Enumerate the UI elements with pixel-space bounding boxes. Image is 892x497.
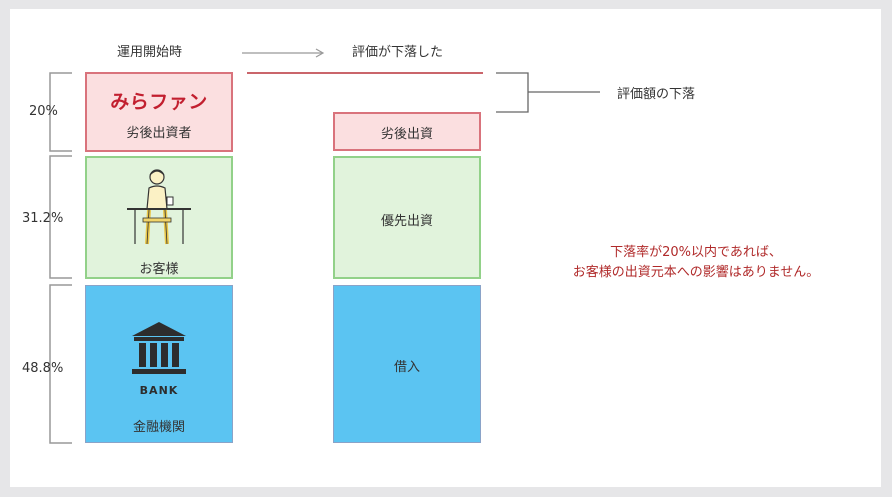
- box-borrowing: 借入: [333, 285, 481, 443]
- note-line-1: 下落率が20%以内であれば、: [610, 245, 782, 260]
- person-at-desk-icon: [127, 169, 191, 245]
- arrow-right-icon: [242, 48, 325, 58]
- box-subordinated-investor: みらファン 劣後出資者: [85, 72, 233, 152]
- label-subordinated-investor: 劣後出資者: [126, 126, 192, 141]
- bank-text: BANK: [139, 384, 179, 397]
- left-brackets: [49, 72, 72, 444]
- box-senior-investment: 優先出資: [333, 156, 481, 279]
- note-line-2: お客様の出資元本への影響はありません。: [572, 265, 820, 280]
- label-subordinated-investment: 劣後出資: [380, 127, 433, 142]
- label-financial-institution: 金融機関: [132, 420, 185, 435]
- box-financial-institution: BANK 金融機関: [85, 285, 233, 443]
- label-after-decline: 評価が下落した: [352, 45, 444, 60]
- pct-subordinated: 20%: [29, 104, 58, 119]
- decline-bracket: [496, 72, 600, 113]
- box-customer: お客様: [85, 156, 233, 279]
- decline-line: [247, 72, 483, 74]
- diagram-panel: 運用開始時 評価が下落した 20% 31.2% 48.8% みらファン 劣後出資…: [10, 9, 881, 487]
- label-senior-investment: 優先出資: [380, 214, 433, 229]
- note-block: 下落率が20%以内であれば、 お客様の出資元本への影響はありません。: [526, 243, 866, 283]
- label-valuation-decline: 評価額の下落: [617, 87, 696, 102]
- label-customer: お客様: [139, 262, 179, 277]
- label-borrowing: 借入: [393, 360, 420, 375]
- label-initial: 運用開始時: [117, 45, 183, 60]
- bank-icon: [132, 322, 186, 374]
- pct-customer: 31.2%: [22, 211, 64, 226]
- brand-logo: みらファン: [110, 91, 208, 113]
- box-subordinated-investment: 劣後出資: [333, 112, 481, 151]
- pct-bank: 48.8%: [22, 361, 64, 376]
